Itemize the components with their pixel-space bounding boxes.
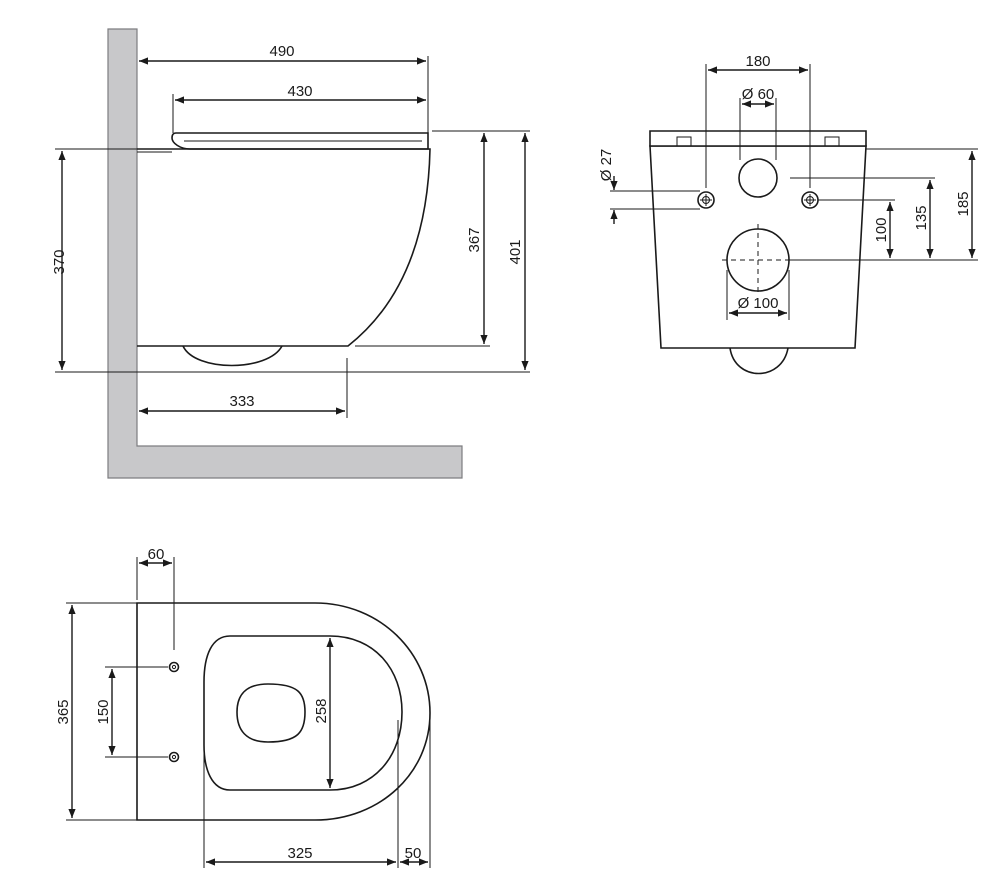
dim-label-rim-overhang: 50 <box>405 845 422 862</box>
dim-label-bowl-height: 367 <box>466 227 483 252</box>
dim-label-bolt-pitch: 150 <box>95 699 112 724</box>
top-bolt-hole-upper <box>168 661 180 673</box>
dim-label-bolt-spacing: 180 <box>745 53 770 70</box>
top-seat-ring <box>203 635 403 791</box>
bowl-body <box>137 148 431 347</box>
back-view: 180 Ø 60 Ø 27 100 135 185 Ø 100 <box>598 53 978 375</box>
dim-label-wall-to-bolt: 60 <box>148 546 165 563</box>
bolt-hole-left <box>697 191 715 209</box>
outlet-pipe <box>182 345 283 367</box>
dim-label-overall-width: 365 <box>55 699 72 724</box>
top-bolt-hole-lower <box>168 751 180 763</box>
water-inlet <box>738 158 778 198</box>
dim-label-total-height: 401 <box>507 239 524 264</box>
dim-label-overall-depth: 490 <box>269 43 294 60</box>
dim-label-outlet-diameter: Ø 100 <box>738 295 779 312</box>
back-seat-band <box>649 130 867 147</box>
hinge-right <box>824 136 840 147</box>
dim-label-seat-opening: 258 <box>313 698 330 723</box>
dim-label-bowl-length: 325 <box>287 845 312 862</box>
back-outlet-pipe <box>729 347 789 375</box>
top-bolt-hole-upper-inner <box>171 664 177 670</box>
side-view: 490 430 370 367 401 333 <box>51 28 530 479</box>
dim-label-height-wall: 370 <box>51 249 68 274</box>
dim-label-inlet-diameter: Ø 60 <box>742 86 775 103</box>
dim-label-bolt-height: 135 <box>913 205 930 230</box>
dim-label-outlet-height: 100 <box>873 217 890 242</box>
dim-label-seat-depth: 430 <box>287 83 312 100</box>
wall-section <box>107 28 463 479</box>
dim-label-bolt-diameter: Ø 27 <box>598 149 615 182</box>
hinge-left <box>676 136 692 147</box>
top-outer-shell <box>136 602 431 821</box>
dim-label-outlet-distance: 333 <box>229 393 254 410</box>
dim-label-inlet-height: 185 <box>955 191 972 216</box>
top-view: 60 365 150 258 325 50 <box>55 546 431 868</box>
top-bolt-hole-lower-inner <box>171 754 177 760</box>
top-bowl-opening <box>236 683 306 743</box>
